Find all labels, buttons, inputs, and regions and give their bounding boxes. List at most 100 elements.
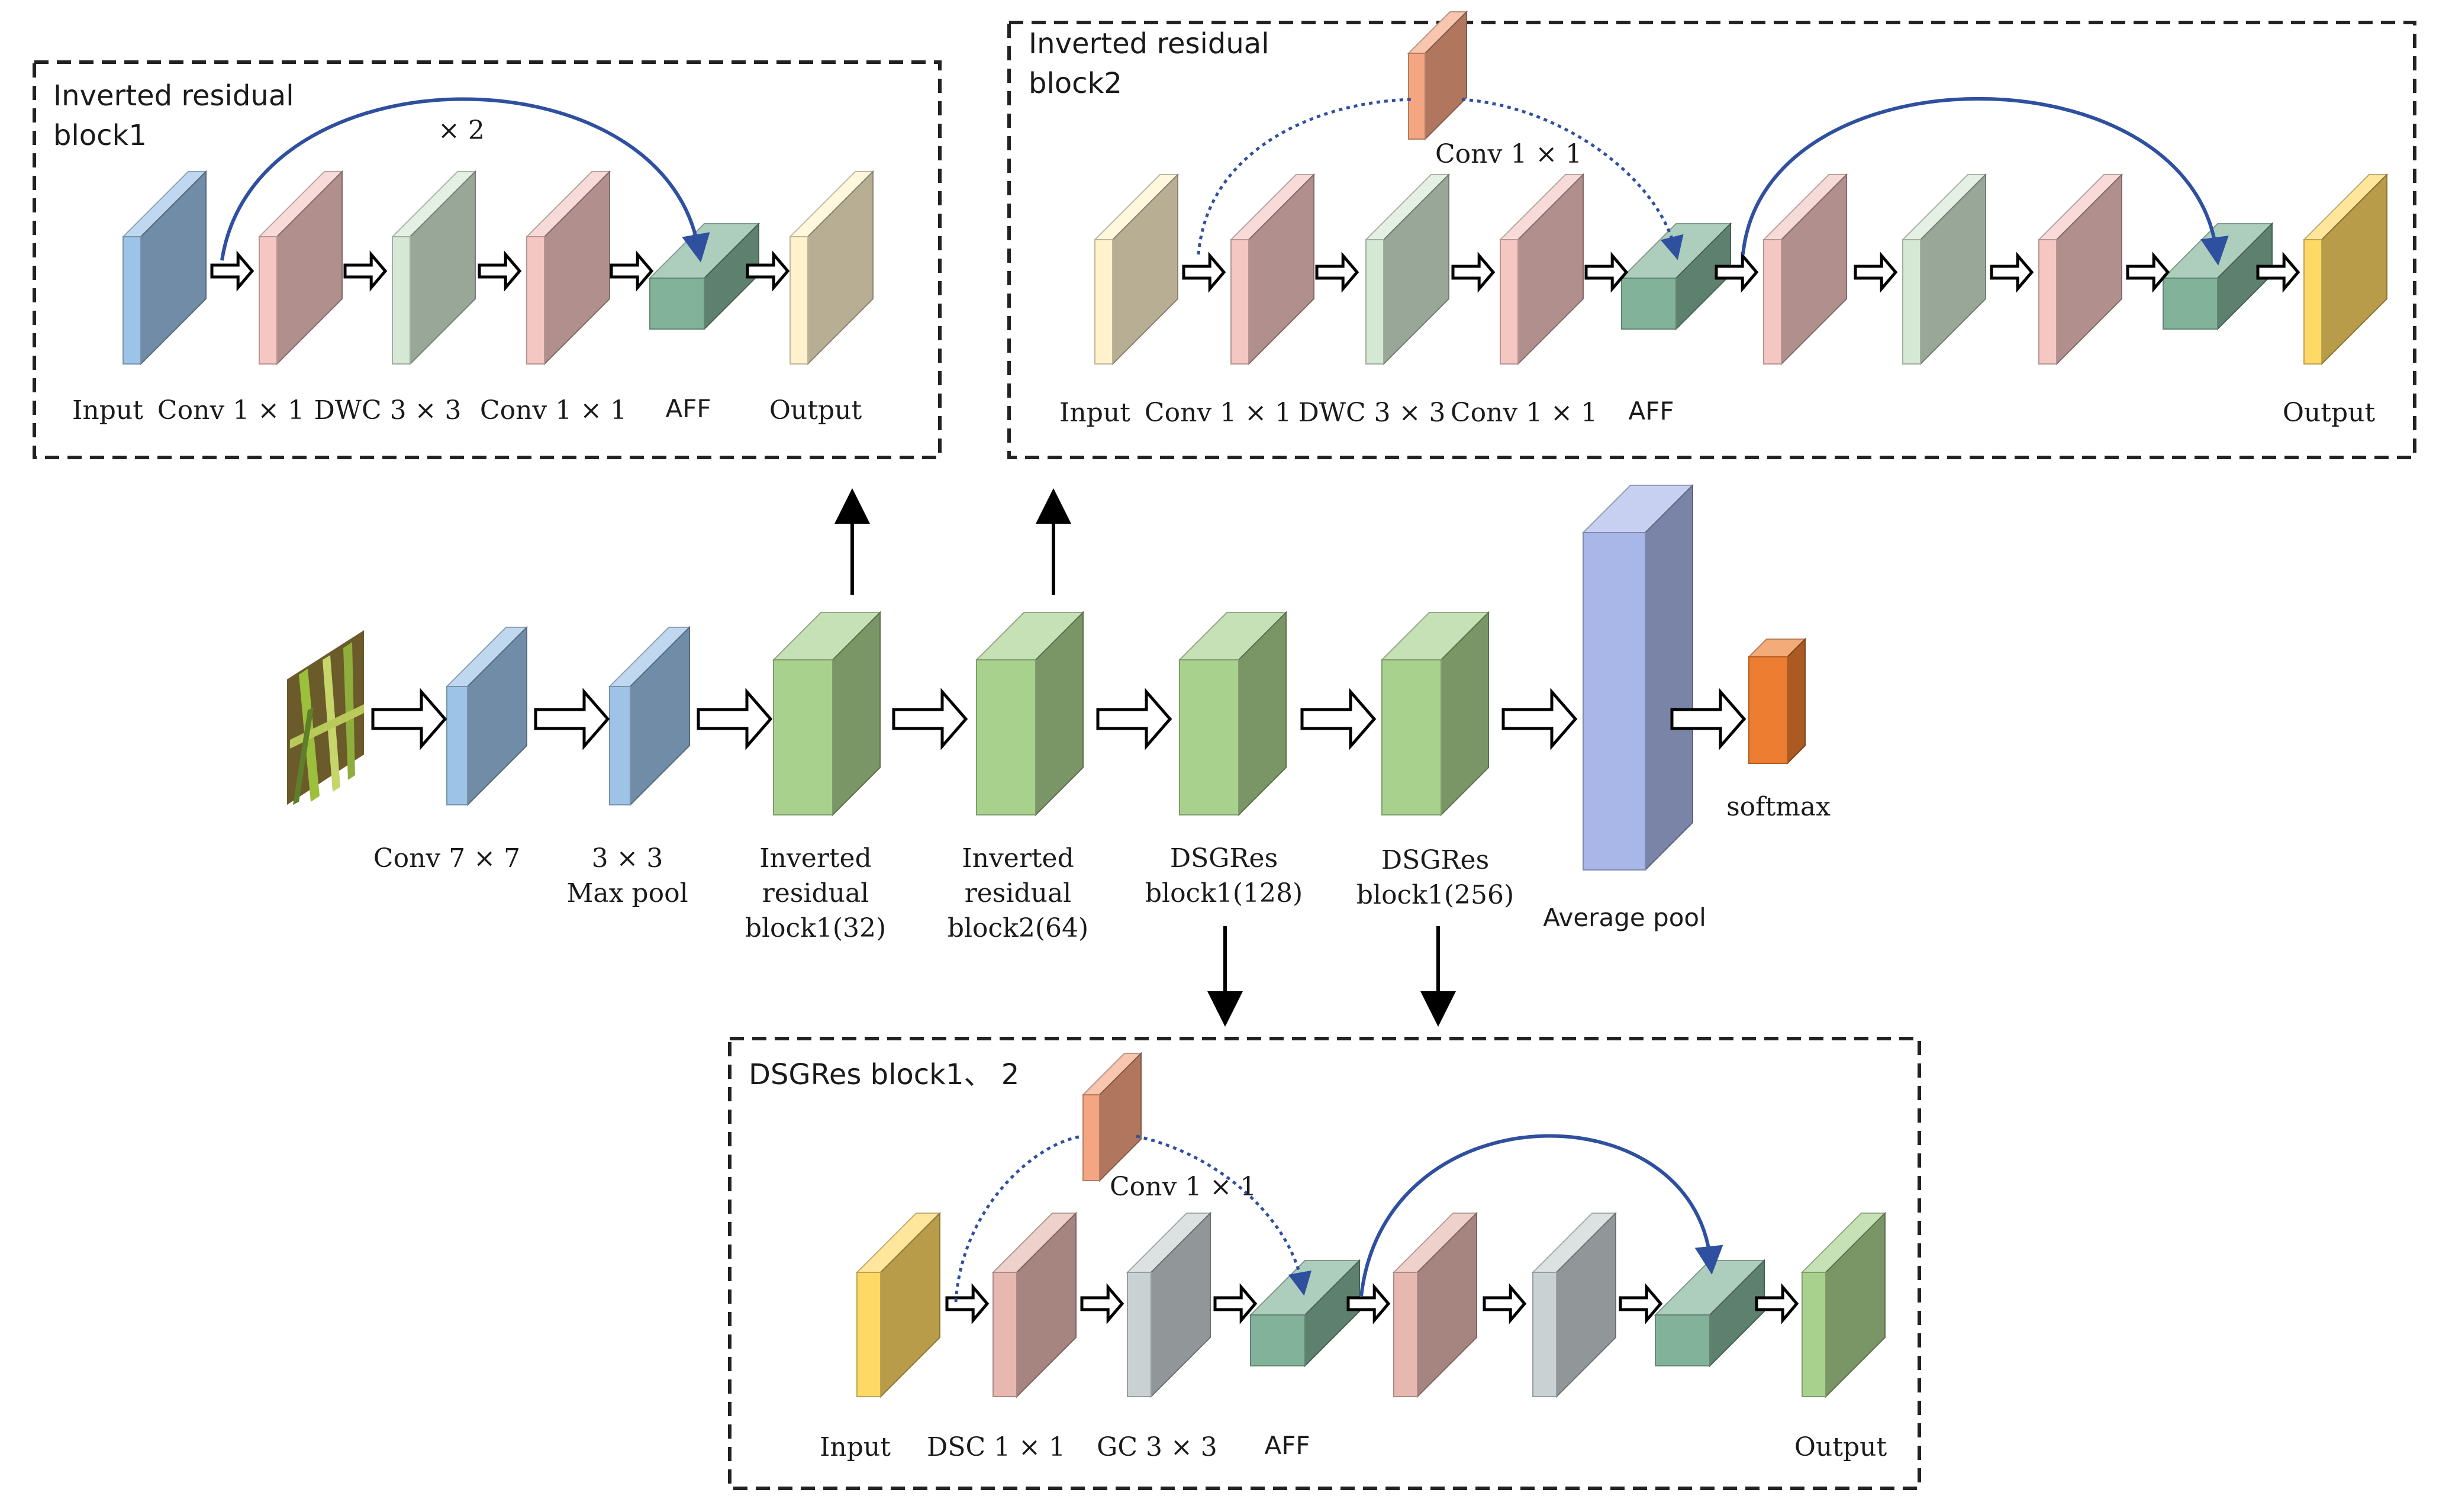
block3-label-output: Output: [1794, 1432, 1887, 1462]
main-arrow-7: [1501, 688, 1578, 750]
block1-title-line2: block1: [53, 119, 147, 152]
block2-skip-curve: [1741, 96, 2229, 266]
block2-pink-layer-3: [2037, 173, 2123, 366]
block3-shortcut-curve-left: [954, 1134, 1084, 1303]
main-arrow-8: [1670, 688, 1746, 750]
block1-skip-curve: [220, 97, 710, 263]
main-avgpool-layer: [1581, 483, 1694, 872]
block3-aff-layer: [1249, 1259, 1361, 1368]
block2-aff-layer-2: [2161, 222, 2274, 331]
block3-arrow-7: [1755, 1283, 1799, 1324]
block3-output-layer: [1800, 1211, 1887, 1398]
main-label-irb1-3: block1(32): [745, 913, 886, 943]
block2-arrow-8: [2126, 252, 2170, 293]
block2-label-conv2: Conv 1 × 1: [1451, 398, 1597, 428]
main-arrow-6: [1300, 688, 1377, 750]
main-irb2-layer: [975, 611, 1085, 817]
block1-conv1-layer: [257, 170, 344, 366]
block2-title-line2: block2: [1029, 67, 1122, 100]
block3-gc-layer: [1126, 1211, 1212, 1398]
block2-green-layer-2: [1901, 173, 1987, 366]
block2-shortcut-label: Conv 1 × 1: [1435, 139, 1582, 169]
block1-label-output: Output: [769, 395, 862, 425]
main-dsg2-layer: [1380, 611, 1490, 817]
block3-shortcut-label: Conv 1 × 1: [1110, 1172, 1256, 1202]
block2-arrow-7: [1990, 252, 2034, 293]
block1-conv2-layer: [525, 170, 611, 366]
block3-label-dsc: DSC 1 × 1: [927, 1432, 1065, 1462]
main-arrow-1: [371, 688, 447, 750]
block2-arrow-9: [2256, 252, 2300, 293]
block1-label-conv1: Conv 1 × 1: [157, 395, 304, 425]
block1-output-layer: [788, 170, 875, 366]
block2-label-aff: AFF: [1628, 396, 1674, 425]
panel-dsgres-block: [728, 1037, 1921, 1490]
main-label-irb1-1: Inverted: [759, 843, 872, 873]
layers: [121, 10, 2389, 1398]
block3-dsc-layer: [991, 1211, 1078, 1398]
block2-shortcut-curve-right: [1461, 98, 1684, 260]
block1-dwc-layer: [391, 170, 477, 366]
main-label-dsg2-2: block1(256): [1356, 880, 1514, 910]
main-label-irb2-3: block2(64): [948, 913, 1088, 943]
block2-label-input: Input: [1059, 398, 1130, 428]
block2-arrow-4: [1584, 252, 1629, 293]
block2-arrow-1: [1182, 252, 1226, 293]
flow-arrows: [210, 250, 2300, 1324]
block2-title-line1: Inverted residual: [1029, 27, 1269, 60]
main-arrow-2: [534, 688, 610, 750]
main-label-conv7: Conv 7 × 7: [373, 843, 520, 873]
main-label-irb2-2: residual: [965, 878, 1072, 908]
block1-title-line1: Inverted residual: [53, 79, 294, 112]
input-image-icon: [287, 630, 364, 805]
block1-label-conv2: Conv 1 × 1: [480, 395, 627, 425]
block3-gray-layer-2: [1531, 1211, 1617, 1398]
block3-label-input: Input: [820, 1432, 891, 1462]
block2-arrow-5: [1715, 252, 1759, 293]
block3-shortcut-conv: [1081, 1052, 1143, 1182]
main-irb1-layer: [772, 611, 882, 817]
block3-arrow-5: [1483, 1283, 1527, 1324]
block3-arrow-6: [1619, 1283, 1663, 1324]
block3-arrow-1: [945, 1283, 990, 1324]
main-conv7-layer: [445, 626, 529, 807]
block3-aff-layer-2: [1654, 1259, 1766, 1368]
block2-label-dwc: DWC 3 × 3: [1298, 398, 1446, 428]
block1-arrow-5: [746, 250, 790, 292]
main-arrow-5: [1096, 688, 1172, 750]
main-label-maxpool-2: Max pool: [566, 878, 688, 908]
block1-label-aff: AFF: [665, 394, 711, 423]
block1-arrow-1: [210, 250, 254, 292]
block2-conv2-layer: [1499, 173, 1585, 366]
block1-aff-layer: [648, 222, 761, 331]
block3-shortcut-curve-right: [1136, 1134, 1312, 1296]
block2-label-conv1: Conv 1 × 1: [1145, 398, 1291, 428]
block3-label-gc: GC 3 × 3: [1097, 1432, 1217, 1462]
main-label-irb2-1: Inverted: [962, 843, 1074, 873]
panel-inverted-residual-block1: [33, 60, 942, 459]
block2-output-layer: [2302, 173, 2389, 366]
main-arrow-4: [892, 688, 968, 750]
block2-shortcut-conv: [1407, 10, 1468, 141]
block2-arrow-2: [1315, 252, 1359, 293]
block2-conv1-layer: [1229, 173, 1316, 366]
main-label-dsg1-2: block1(128): [1145, 878, 1303, 908]
block1-repeat-label: × 2: [438, 115, 485, 146]
block3-title: DSGRes block1、 2: [749, 1058, 1019, 1091]
main-dsg1-layer: [1178, 611, 1288, 817]
main-label-dsg2-1: DSGRes: [1381, 845, 1489, 875]
block2-label-output: Output: [2283, 398, 2376, 428]
block1-arrow-4: [610, 250, 654, 292]
block2-aff-layer: [1620, 222, 1732, 331]
block2-arrow-3: [1451, 252, 1496, 293]
main-label-maxpool-1: 3 × 3: [592, 843, 663, 873]
block3-rose-layer-2: [1392, 1211, 1478, 1398]
main-label-avgpool: Average pool: [1543, 903, 1706, 932]
main-maxpool-layer: [608, 626, 691, 807]
block2-input-layer: [1093, 173, 1180, 366]
block1-label-dwc: DWC 3 × 3: [314, 395, 462, 425]
block2-arrow-6: [1854, 252, 1898, 293]
main-label-irb1-2: residual: [762, 878, 869, 908]
block2-pink-layer-2: [1762, 173, 1848, 366]
